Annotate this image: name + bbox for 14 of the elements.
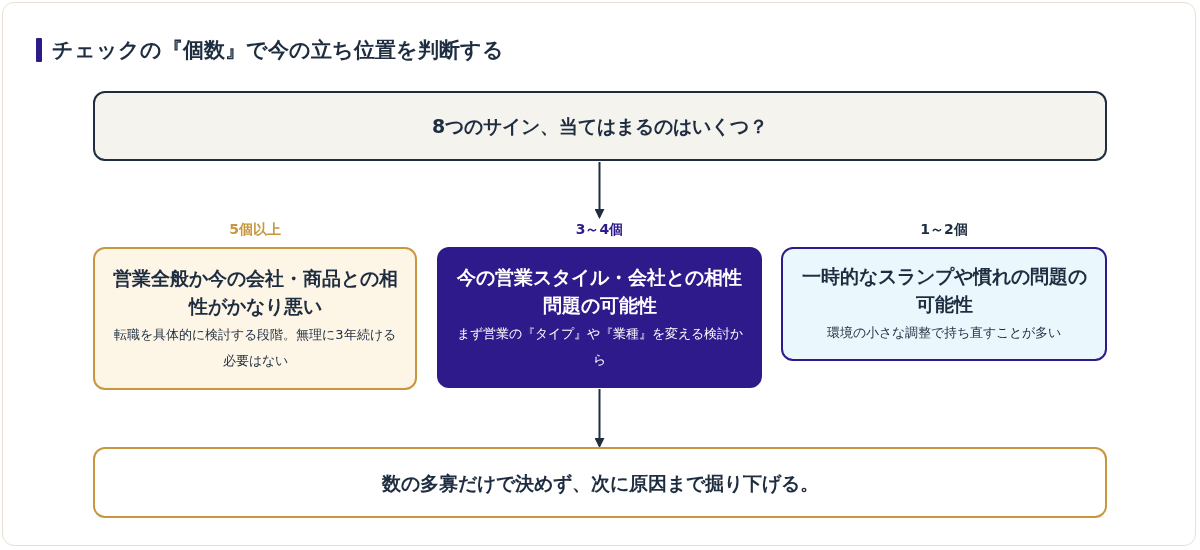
count-label: 5個以上 [228,220,282,239]
count-label: 3～4個 [574,220,625,239]
box-heading: 今の営業スタイル・会社との相性問題の可能性 [456,264,743,318]
box-description: まず営業の『タイプ』や『業種』を変える検討から [455,324,744,369]
count-label: 1～2個 [919,220,969,239]
box-heading: 営業全般か今の会社・商品との相性がかなり悪い [111,265,399,319]
box-description: 環境の小さな調整で持ち直すことが多い [826,324,1062,342]
arrow [594,161,605,219]
box-description: 転職を具体的に検討する段階。無理に3年続ける必要はない [113,325,397,370]
arrow [594,388,605,448]
title: チェックの『個数』で今の立ち位置を判断する [52,37,504,64]
box-text: 数の多寡だけで決めず、次に原因まで掘り下げる。 [380,470,820,496]
box-text: 8つのサイン、当てはまるのはいくつ？ [430,114,770,139]
box-heading: 一時的なスランプや慣れの問題の可能性 [800,264,1088,317]
